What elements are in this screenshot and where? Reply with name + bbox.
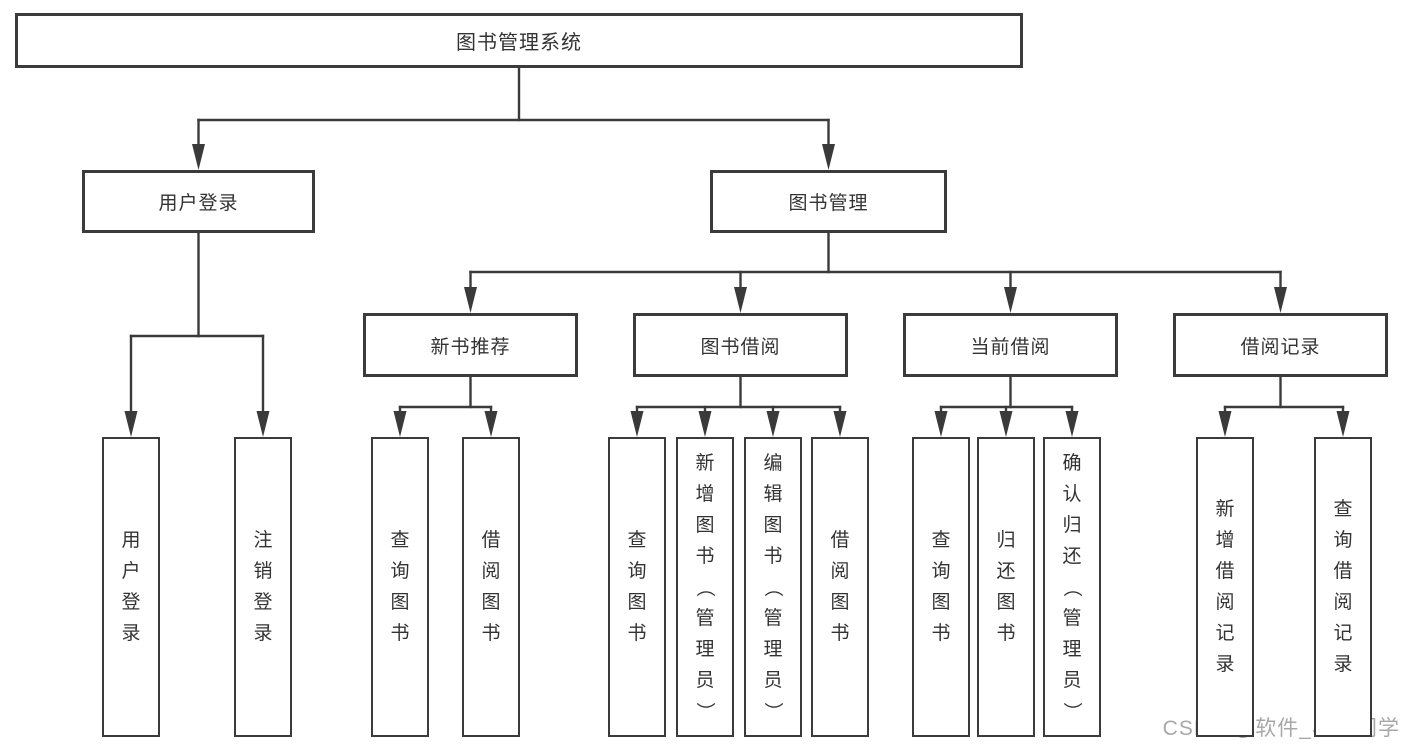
node-label: 借阅图书 <box>830 530 850 644</box>
arrowhead <box>1065 411 1079 437</box>
node-label: 用户登录 <box>121 530 141 644</box>
node-label: 注销登录 <box>253 530 273 644</box>
node-label: 查询借阅记录 <box>1333 499 1353 675</box>
node-leaf-logout: 注销登录 <box>234 437 292 737</box>
node-user-login: 用户登录 <box>82 170 315 233</box>
node-book-borrow: 图书借阅 <box>633 313 848 377</box>
node-label: 图书管理系统 <box>456 32 582 54</box>
arrowhead <box>1004 287 1017 313</box>
node-label: 借阅记录 <box>1240 336 1321 358</box>
node-label: 借阅图书 <box>481 530 501 644</box>
arrowhead <box>1274 287 1287 313</box>
arrowhead <box>734 287 747 313</box>
arrowhead <box>1336 411 1350 437</box>
node-label: 新书推荐 <box>430 336 511 358</box>
arrowhead <box>822 144 835 170</box>
node-label: 查询图书 <box>931 530 951 644</box>
node-label: 新增借阅记录 <box>1215 499 1235 675</box>
node-label: 用户登录 <box>158 193 239 214</box>
node-root: 图书管理系统 <box>15 13 1023 68</box>
node-leaf-return-book: 归还图书 <box>977 437 1035 737</box>
node-leaf-borrow-book-1: 借阅图书 <box>462 437 520 737</box>
node-label: 确认归还（管理员） <box>1061 452 1083 721</box>
arrowhead <box>1218 411 1232 437</box>
node-label: 编辑图书（管理员） <box>762 452 784 721</box>
node-label: 图书管理 <box>788 193 869 214</box>
node-borrow-records: 借阅记录 <box>1173 313 1388 377</box>
arrowhead <box>464 287 477 313</box>
node-leaf-borrow-book-2: 借阅图书 <box>811 437 869 737</box>
arrowhead <box>934 411 948 437</box>
node-leaf-query-book-1: 查询图书 <box>371 437 429 737</box>
node-leaf-query-book-3: 查询图书 <box>912 437 970 737</box>
arrowhead <box>256 411 270 437</box>
arrowhead <box>393 411 407 437</box>
node-leaf-user-login: 用户登录 <box>102 437 160 737</box>
node-label: 当前借阅 <box>970 336 1051 358</box>
node-label: 图书借阅 <box>700 336 781 358</box>
arrowhead <box>698 411 712 437</box>
arrowhead <box>766 411 780 437</box>
node-leaf-edit-book: 编辑图书（管理员） <box>744 437 802 737</box>
arrowhead <box>833 411 847 437</box>
arrowhead <box>630 411 644 437</box>
node-label: 新增图书（管理员） <box>694 452 716 721</box>
node-leaf-query-borrow-rec: 查询借阅记录 <box>1314 437 1372 737</box>
node-book-mgmt: 图书管理 <box>710 170 947 233</box>
arrowhead <box>192 144 205 170</box>
arrowhead <box>124 411 138 437</box>
node-leaf-confirm-return: 确认归还（管理员） <box>1043 437 1101 737</box>
node-current-borrow: 当前借阅 <box>903 313 1118 377</box>
node-label: 查询图书 <box>627 530 647 644</box>
node-new-book-rec: 新书推荐 <box>363 313 578 377</box>
arrowhead <box>999 411 1013 437</box>
node-leaf-add-borrow-rec: 新增借阅记录 <box>1196 437 1254 737</box>
node-leaf-query-book-2: 查询图书 <box>608 437 666 737</box>
arrowhead <box>484 411 498 437</box>
node-leaf-add-book: 新增图书（管理员） <box>676 437 734 737</box>
node-label: 归还图书 <box>996 530 1016 644</box>
node-label: 查询图书 <box>390 530 410 644</box>
